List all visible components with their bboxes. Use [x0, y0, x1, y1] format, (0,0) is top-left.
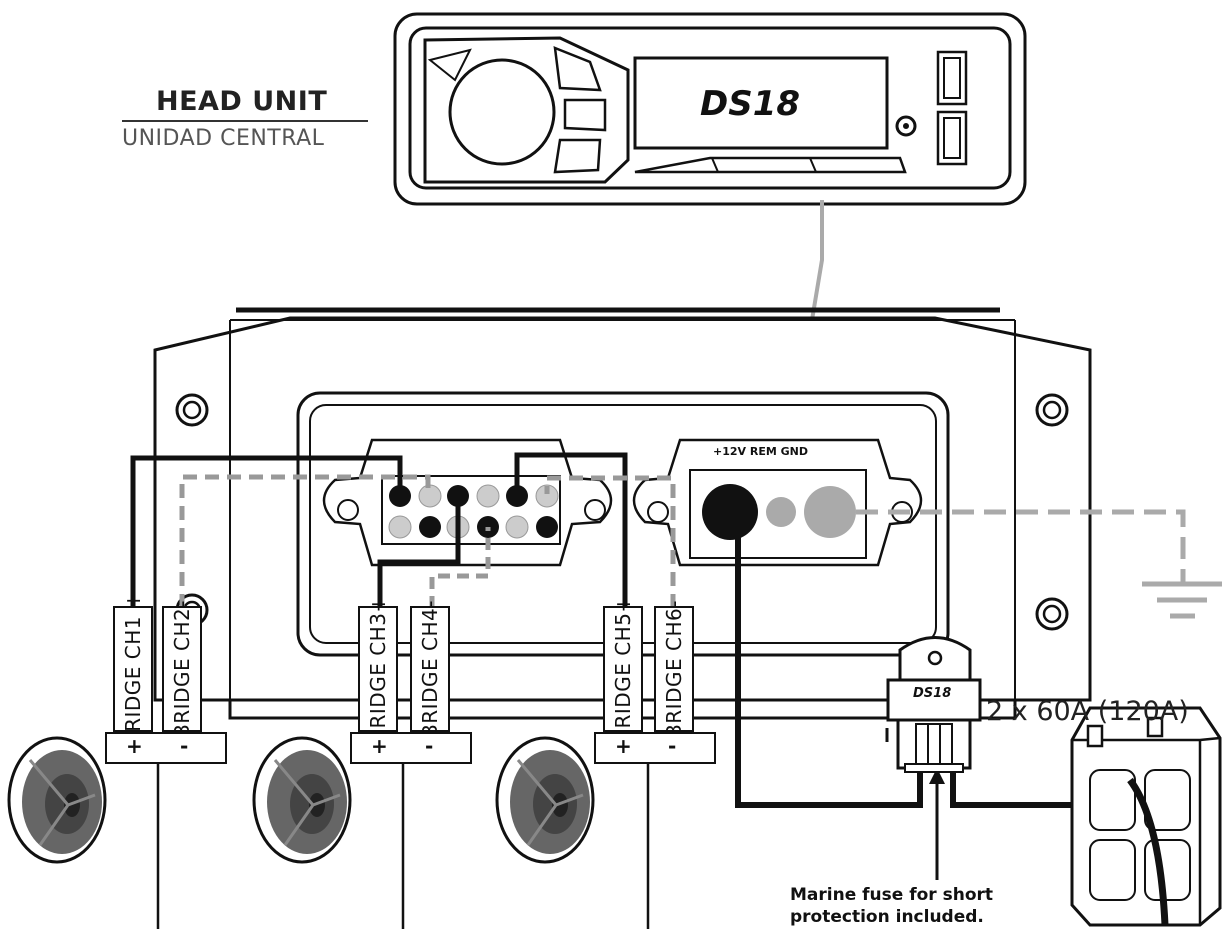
fuse-rating: 2 x 60A (120A)	[986, 696, 1189, 727]
channel-label-ch2: BRIDGE CH2-	[162, 600, 202, 738]
speaker-3-plus: +	[615, 734, 632, 758]
speaker-3-terminal-bar	[594, 732, 716, 764]
display-screen	[633, 56, 889, 150]
head-unit-divider	[122, 120, 368, 122]
head-unit-subtitle: UNIDAD CENTRAL	[122, 126, 325, 151]
ground-symbol-icon	[1142, 581, 1222, 619]
speaker-2-icon	[252, 736, 352, 864]
volume-knob	[448, 58, 556, 166]
channel-label-ch4: BRIDGE CH4-	[410, 600, 450, 738]
fuse-note-line1: Marine fuse for short	[790, 885, 994, 905]
speaker-2-minus: -	[425, 734, 434, 758]
power-terminal-label: +12V REM GND	[713, 445, 808, 458]
fuse-holder	[885, 636, 982, 773]
battery	[1070, 706, 1222, 927]
channel-label-ch6: BRIDGE CH6-	[654, 600, 694, 738]
channel-label-ch1: BRIDGE CH1 +	[113, 592, 153, 746]
speaker-1-plus: +	[126, 734, 143, 758]
terminal-12v	[702, 484, 758, 540]
speaker-2-terminal-bar	[350, 732, 472, 764]
channel-label-ch5: BRIDGE CH5+	[603, 595, 643, 743]
channel-label-ch3: BRIDGE CH3+	[358, 595, 398, 743]
fuse-logo: DS18	[913, 686, 952, 701]
fuse-note: Marine fuse for short protection include…	[790, 884, 993, 928]
speaker-2-plus: +	[371, 734, 388, 758]
head-unit-title: HEAD UNIT	[156, 86, 328, 117]
head-unit-logo: DS18	[700, 84, 801, 124]
terminal-gnd	[804, 486, 856, 538]
speaker-3-icon	[495, 736, 595, 864]
speaker-1-terminal-bar	[105, 732, 227, 764]
speaker-3-minus: -	[668, 734, 677, 758]
speaker-1-icon	[7, 736, 107, 864]
speaker-1-minus: -	[180, 734, 189, 758]
terminal-rem	[766, 497, 796, 527]
head-unit	[393, 12, 1027, 206]
fuse-note-line2: protection included.	[790, 907, 984, 927]
